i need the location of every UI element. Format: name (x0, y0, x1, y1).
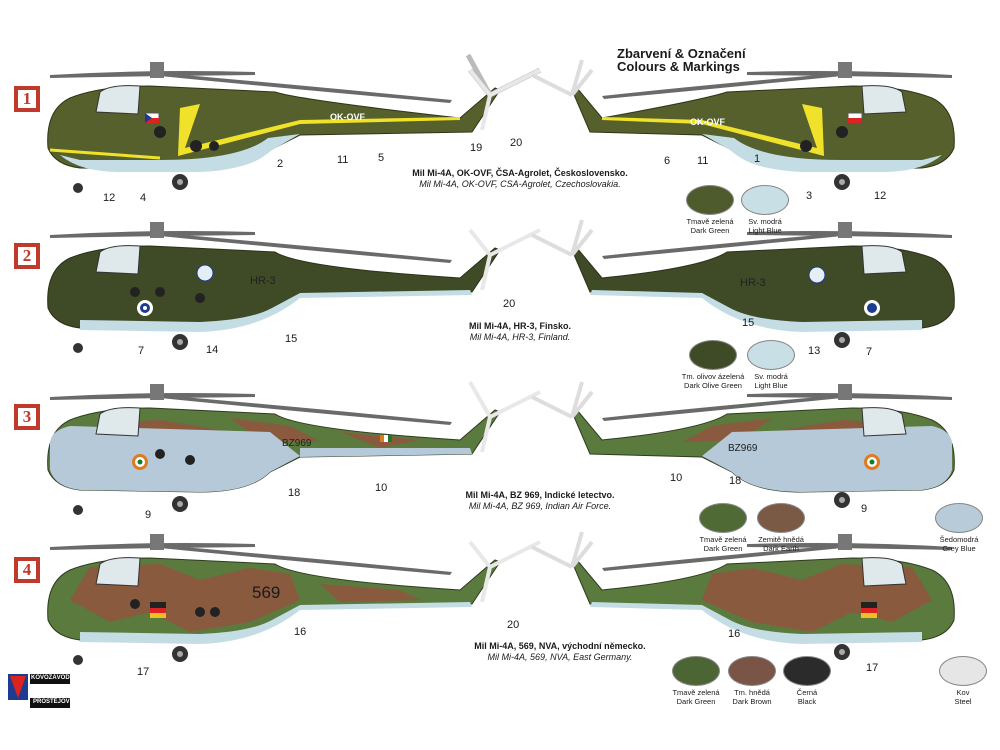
heli-2-left-registration: HR-3 (250, 275, 276, 287)
caption-4-bold: Mil Mi-4A, 569, NVA, východní německo. (474, 641, 646, 651)
heli-1-right (531, 59, 955, 190)
caption-scheme-4: Mil Mi-4A, 569, NVA, východní německo. M… (440, 641, 680, 663)
callout-1-right-3: 3 (806, 190, 813, 202)
callout-1-right-6: 6 (664, 155, 671, 167)
callout-1-left-12: 12 (103, 192, 116, 204)
heli-1-left-registration: OK-OVF (330, 112, 366, 122)
caption-3-italic: Mil Mi-4A, BZ 969, Indian Air Force. (468, 501, 612, 511)
heli-1-left: OK-OVF (47, 53, 542, 193)
heli-4-right (531, 531, 955, 660)
swatch-3-dark-green-chip (699, 503, 747, 533)
swatch-4-steel-chip (939, 656, 987, 686)
caption-2-italic: Mil Mi-4A, HR-3, Finland. (469, 332, 571, 342)
header-title-cz: Zbarvení & Označení (617, 46, 746, 61)
callout-2-left-14: 14 (206, 344, 219, 356)
callout-1-right-1: 1 (754, 153, 761, 165)
caption-scheme-2: Mil Mi-4A, HR-3, Finsko. Mil Mi-4A, HR-3… (420, 321, 620, 343)
heli-1-right-registration: OK-OVF (690, 117, 726, 127)
callout-2-right-15: 15 (742, 317, 755, 329)
callout-1-left-20: 20 (510, 137, 523, 149)
heli-2-right-registration: HR-3 (740, 277, 766, 289)
callout-1-right-12: 12 (874, 190, 887, 202)
caption-1-italic: Mil Mi-4A, OK-OVF, CSA-Agrolet, Czechosl… (419, 179, 621, 189)
heli-4-left-registration: 569 (252, 583, 280, 602)
callout-4-left-20: 20 (507, 619, 520, 631)
scheme-badge-3: 3 (14, 404, 40, 430)
scheme-badge-2: 2 (14, 243, 40, 269)
heli-3-right-registration: BZ969 (728, 443, 758, 454)
callout-3-left-9: 9 (145, 509, 152, 521)
swatch-3-dark-earth-chip (757, 503, 805, 533)
callout-3-left-10: 10 (375, 482, 388, 494)
caption-3-bold: Mil Mi-4A, BZ 969, Indické letectvo. (465, 490, 615, 500)
callout-4-right-17: 17 (866, 662, 879, 674)
swatch-4-black-chip (783, 656, 831, 686)
callout-3-left-18: 18 (288, 487, 301, 499)
swatch-1-dark-green-chip (686, 185, 734, 215)
callout-3-right-10: 10 (670, 472, 683, 484)
heli-3-left: BZ969 (47, 381, 541, 515)
caption-2-bold: Mil Mi-4A, HR-3, Finsko. (468, 321, 571, 331)
callout-4-left-16: 16 (294, 626, 307, 638)
heli-2-left: HR-3 (47, 222, 541, 353)
callout-2-right-13: 13 (808, 345, 821, 357)
callout-2-left-20: 20 (503, 298, 516, 310)
header-title-en: Colours & Markings (617, 59, 740, 74)
caption-scheme-3: Mil Mi-4A, BZ 969, Indické letectvo. Mil… (420, 490, 660, 512)
swatch-3-grey-blue-chip (935, 503, 983, 533)
callout-2-left-15: 15 (285, 333, 298, 345)
swatch-4-dark-brown-chip (728, 656, 776, 686)
swatch-4-dark-green-chip (672, 656, 720, 686)
swatch-1-light-blue-chip (741, 185, 789, 215)
scheme-badge-4: 4 (14, 557, 40, 583)
callout-4-left-17: 17 (137, 666, 150, 678)
logo-line-2: PROSTĚJOV (33, 699, 70, 705)
callout-1-right-11: 11 (697, 155, 709, 167)
caption-scheme-1: Mil Mi-4A, OK-OVF, ČSA-Agrolet, Českoslo… (380, 168, 660, 190)
heli-4-left: 569 (47, 534, 541, 665)
callout-2-right-7: 7 (866, 346, 873, 358)
callout-1-left-5: 5 (378, 152, 385, 164)
callout-3-right-18: 18 (729, 475, 742, 487)
kovozavody-logo: KOVOZÁVODY PROSTĚJOV (6, 672, 74, 728)
heli-3-right (531, 381, 955, 508)
heli-2-right (531, 219, 955, 348)
logo-line-1: KOVOZÁVODY (31, 675, 74, 681)
heli-3-left-registration: BZ969 (282, 438, 312, 449)
callout-2-left-7: 7 (138, 345, 145, 357)
callout-1-left-11: 11 (337, 154, 349, 166)
callout-1-left-19: 19 (470, 142, 483, 154)
logo-emblem-icon (8, 674, 70, 708)
caption-4-italic: Mil Mi-4A, 569, NVA, East Germany. (487, 652, 633, 662)
swatch-2-light-blue-chip (747, 340, 795, 370)
scheme-badge-1: 1 (14, 86, 40, 112)
callout-1-left-4: 4 (140, 192, 147, 204)
caption-1-bold: Mil Mi-4A, OK-OVF, ČSA-Agrolet, Českoslo… (412, 168, 628, 178)
callout-4-right-16: 16 (728, 628, 741, 640)
callout-1-left-2: 2 (277, 158, 284, 170)
callout-3-right-9: 9 (861, 503, 868, 515)
swatch-2-dark-olive-green-chip (689, 340, 737, 370)
